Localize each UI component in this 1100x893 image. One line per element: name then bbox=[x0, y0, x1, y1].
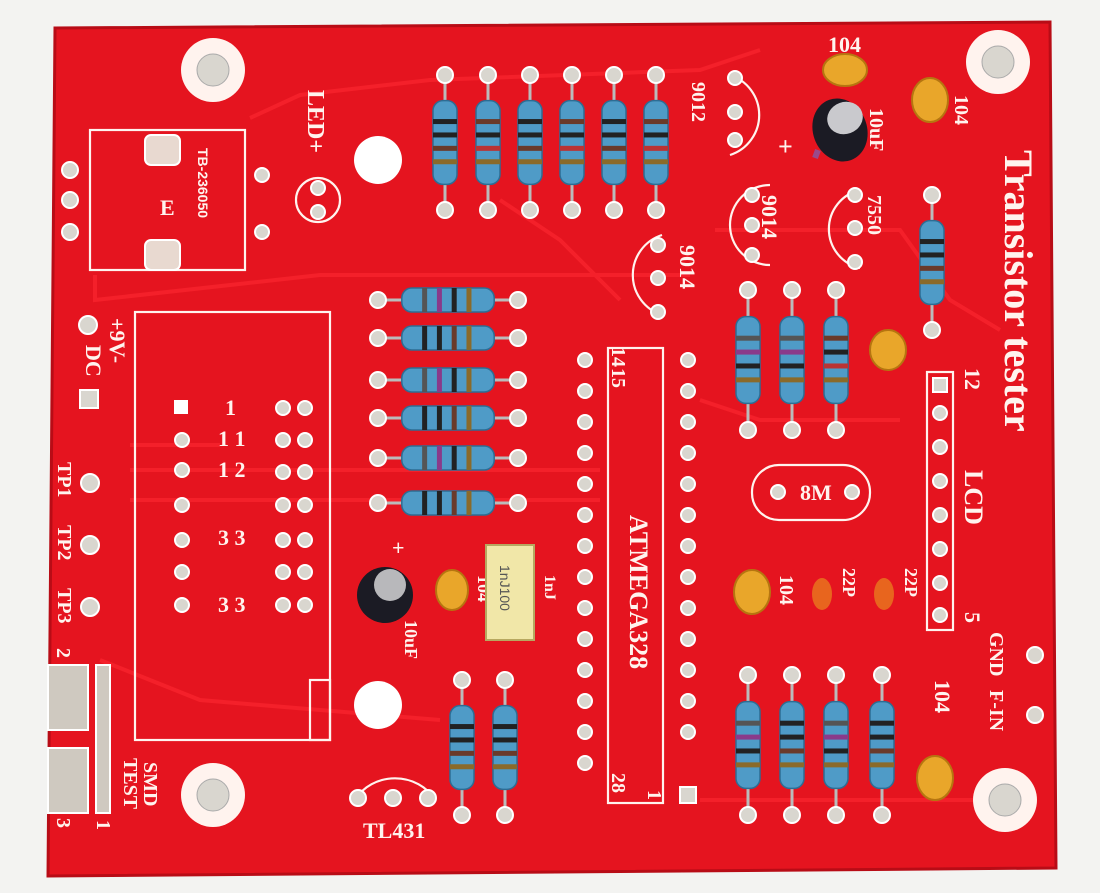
cap-22p-b: 22P bbox=[901, 568, 921, 597]
copper-traces bbox=[93, 48, 1002, 802]
power-connector: E TB-236050 bbox=[61, 128, 270, 272]
power-input: +9V- DC bbox=[78, 315, 130, 409]
cap-104-mid: 104 bbox=[775, 575, 797, 605]
fork-row-5: 3 3 bbox=[218, 592, 246, 617]
cap-electrolytic-top: + 10uF bbox=[778, 98, 887, 162]
resistors-top bbox=[432, 66, 669, 219]
lcd-pin-5: 5 bbox=[960, 612, 985, 623]
power-label: +9V- bbox=[105, 318, 130, 363]
fork-row-1: 1 bbox=[225, 395, 236, 420]
ceramic-caps: 104 104 104 104 104 22P 22P bbox=[435, 32, 972, 801]
smd-pin-right: 1 bbox=[92, 820, 114, 830]
lcd-header: 12 5 LCD bbox=[925, 368, 988, 632]
dc-label: DC bbox=[81, 345, 106, 377]
mcu-pin-28: 28 bbox=[607, 773, 629, 793]
cap-104-top: 104 bbox=[828, 32, 861, 57]
test-points: TP1 TP2 TP3 bbox=[53, 462, 100, 624]
film-cap: 1nJ100 1nJ bbox=[485, 544, 558, 641]
mcu-pin-1: 1 bbox=[643, 790, 665, 800]
fin-label: F-IN bbox=[985, 690, 1007, 732]
cap-top-label: 10uF bbox=[865, 108, 887, 151]
led-label: LED+ bbox=[302, 90, 328, 153]
smd-test-pads: 2 3 1 SMD TEST bbox=[47, 648, 161, 830]
reg-label: 7550 bbox=[863, 195, 885, 235]
crystal-label: 8M bbox=[800, 480, 832, 505]
film-cap-value: 1nJ100 bbox=[497, 565, 513, 611]
cap-bottom-label: 10uF bbox=[401, 620, 421, 659]
tl431-label: TL431 bbox=[363, 818, 425, 843]
smd-label: SMD bbox=[139, 762, 161, 806]
fork-row-3: 1 2 bbox=[218, 457, 246, 482]
fork-row-2: 1 1 bbox=[218, 426, 246, 451]
mcu-label: ATMEGA328 bbox=[624, 515, 653, 669]
pcb-board bbox=[46, 20, 1058, 878]
regulator-7550: 7550 bbox=[827, 187, 885, 270]
mounting-holes bbox=[181, 30, 1037, 832]
film-cap-label: 1nJ bbox=[541, 575, 558, 600]
mcu-footprint: ATMEGA328 14 15 28 1 bbox=[577, 346, 697, 805]
mcu-pin-15: 15 bbox=[607, 368, 629, 388]
transistor-9012: 9012 bbox=[687, 70, 761, 157]
fork-row-4: 3 3 bbox=[218, 525, 246, 550]
transistor-9014-b: 9014 bbox=[631, 233, 700, 320]
cap-104-right: 104 bbox=[950, 95, 972, 125]
connector-label: TB-236050 bbox=[195, 148, 211, 218]
t9014a-label: 9014 bbox=[757, 195, 782, 239]
transistor-9014-a: 9014 bbox=[728, 183, 782, 267]
resistors-middle bbox=[369, 287, 527, 516]
tp2-label: TP2 bbox=[53, 525, 75, 561]
t9012-label: 9012 bbox=[687, 82, 709, 122]
resistors-right bbox=[735, 186, 945, 439]
connector-mark: E bbox=[160, 195, 175, 220]
test-label: TEST bbox=[119, 758, 141, 810]
resistors-bottom bbox=[449, 666, 895, 824]
lcd-footprint-left: 1 1 1 1 2 3 3 3 3 bbox=[133, 310, 332, 742]
lcd-pin-12: 12 bbox=[960, 368, 985, 390]
smd-pin-left: 3 bbox=[52, 818, 74, 828]
cap-top-plus: + bbox=[778, 132, 793, 161]
tl431-footprint: TL431 bbox=[349, 777, 437, 843]
cap-electrolytic-bottom: + 10uF bbox=[357, 535, 421, 659]
crystal-8m: 8M bbox=[750, 463, 872, 522]
freq-input: GND F-IN bbox=[985, 632, 1044, 732]
tp3-label: TP3 bbox=[53, 588, 75, 624]
t9014b-label: 9014 bbox=[675, 245, 700, 289]
gnd-label: GND bbox=[985, 632, 1007, 676]
mcu-pin-14: 14 bbox=[607, 347, 629, 367]
cap-22p-a: 22P bbox=[839, 568, 859, 597]
cap-bottom-plus: + bbox=[392, 535, 405, 560]
lcd-label: LCD bbox=[959, 470, 988, 525]
led-footprint: LED+ bbox=[294, 90, 342, 224]
board-title: Transistor tester bbox=[996, 150, 1041, 432]
cap-104-bottom: 104 bbox=[930, 680, 955, 713]
smd-pin-top: 2 bbox=[52, 648, 74, 658]
tp1-label: TP1 bbox=[53, 462, 75, 498]
